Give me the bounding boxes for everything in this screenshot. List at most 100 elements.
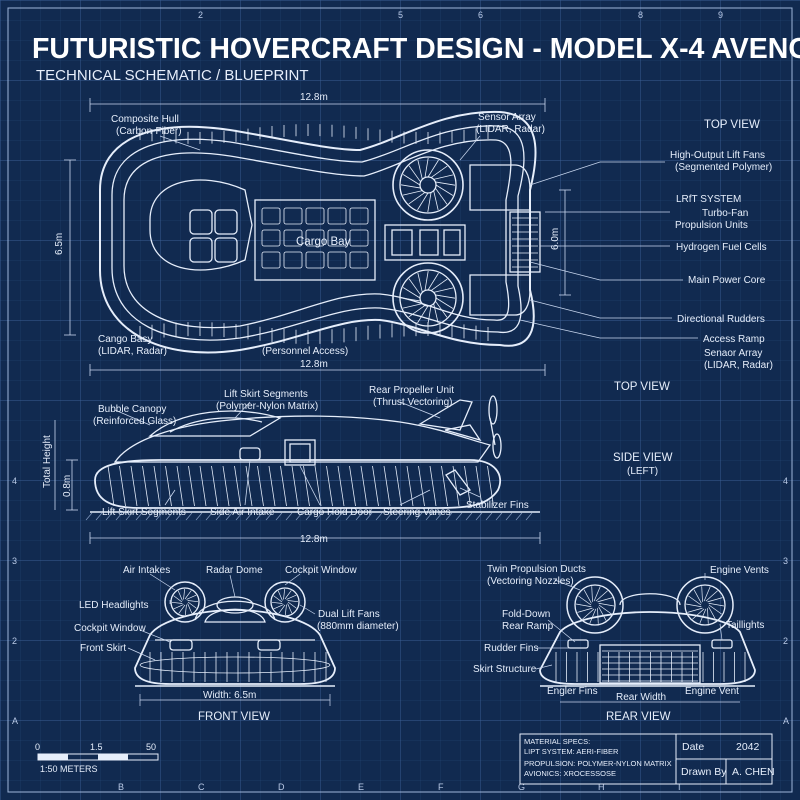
grid-label-bottom-c: C [198, 782, 205, 792]
top-length-dim-bottom: 12.8m [300, 359, 328, 370]
grid-label-top-5: 5 [398, 10, 403, 20]
rear-view-leaders [535, 573, 740, 703]
sensor-array-label: Sensor Array [478, 112, 536, 123]
scale-bar: 0 1.5 50 1:50 METERS [35, 742, 159, 774]
engine-vents-label: Engine Vents [710, 565, 769, 576]
top-width-dim-right: 6.0m [550, 228, 561, 250]
top-width-dim: 6.5m [54, 233, 65, 255]
engler-fins-label: Engler Fins [547, 686, 598, 697]
cockpit-window-label: Cockpit Window [74, 623, 146, 634]
lift-fans-sub: (Segmented Polymer) [675, 162, 772, 173]
drawn-by-value: A. CHEN [732, 766, 775, 778]
specs-title: MATERIAL SPECS: [524, 737, 590, 746]
date-label: Date [682, 741, 704, 753]
engine-vent-label: Engine Vent [685, 686, 739, 697]
front-view-drawing [134, 581, 336, 687]
fold-down-label: Fold-Down [502, 609, 550, 620]
front-view-leaders [127, 573, 331, 706]
taillights-label: Taillights [726, 620, 764, 631]
rudder-fins-label: Rudder Fins [484, 643, 538, 654]
side-view-label: SIDE VIEW [613, 452, 673, 464]
grid-edge-labels: 4 3 2 A 4 3 2 A B C D E F G H I 2 5 6 8 … [12, 10, 789, 792]
lift-skirt-segments-low: Lift Skirt Segments [102, 507, 186, 518]
grid-label-top-9: 9 [718, 10, 723, 20]
senaor-array-label: Senaor Array [704, 348, 762, 359]
sensor-array-sub: (LIDAR, Radar) [476, 124, 545, 135]
grid-label-bottom-d: D [278, 782, 285, 792]
senaor-array-sub: (LIDAR, Radar) [704, 360, 773, 371]
grid-label-left-3: 3 [12, 556, 17, 566]
steering-vanes-label: Steering Vanes [383, 507, 451, 518]
height-dim-label: 0.8m [62, 475, 73, 497]
turbo-fan-label: Turbo-Fan [702, 208, 748, 219]
specs-avionics: AVIONICS: XROCESSOSE [524, 769, 616, 778]
cargo-bay-label: Cargo Bay [296, 236, 351, 248]
top-length-dim: 12.8m [300, 92, 328, 103]
lift-skirt-segments-label: Lift Skirt Segments [224, 389, 308, 400]
air-intakes-label: Air Intakes [123, 565, 170, 576]
side-air-intake-label: Side Air Intake [210, 507, 275, 518]
top-view-label-lower: TOP VIEW [614, 381, 670, 393]
rear-view-label: REAR VIEW [606, 711, 671, 723]
grid-label-right-a: A [783, 716, 789, 726]
twin-ducts-label: Twin Propulsion Ducts [487, 564, 586, 575]
led-headlights-label: LED Headlights [79, 600, 148, 611]
grid-label-left-4: 4 [12, 476, 17, 486]
top-view-label: TOP VIEW [704, 119, 760, 131]
dual-lift-fans-sub: (880mm diameter) [317, 621, 399, 632]
page-title: FUTURISTIC HOVERCRAFT DESIGN - MODEL X-4… [32, 33, 800, 65]
grid-label-bottom-h: H [598, 782, 605, 792]
grid-label-top-8: 8 [638, 10, 643, 20]
fuel-cells-label: Hydrogen Fuel Cells [676, 242, 767, 253]
rear-propeller-sub: (Thrust Vectoring) [373, 397, 452, 408]
top-view-dimensions [64, 98, 571, 376]
top-view-leaders [159, 135, 698, 339]
scale-label: 1:50 METERS [40, 764, 98, 774]
grid-label-bottom-b: B [118, 782, 124, 792]
page-subtitle: TECHNICAL SCHEMATIC / BLUEPRINT [36, 67, 309, 84]
grid-label-bottom-f: F [438, 782, 444, 792]
specs-lift: LIPT SYSTEM: AERI-FIBER [524, 747, 619, 756]
grid-label-bottom-i: I [678, 782, 681, 792]
top-view-drawing [99, 110, 541, 354]
scale-tick-2: 50 [146, 742, 156, 752]
ground-hatching [85, 512, 533, 521]
grid-label-right-3: 3 [783, 556, 788, 566]
rear-width-label: Rear Width [616, 692, 666, 703]
rudders-label: Directional Rudders [677, 314, 765, 325]
front-width-dim: Width: 6.5m [203, 690, 256, 701]
scale-tick-0: 0 [35, 742, 40, 752]
side-length-dim: 12.8m [300, 534, 328, 545]
skirt-structure-label: Skirt Structure [473, 664, 537, 675]
cargo-hold-door-label: Cargo Hold Door [297, 507, 373, 518]
sheet-border [7, 7, 793, 793]
grid-label-bottom-e: E [358, 782, 364, 792]
cango-basy-sub: (LIDAR, Radar) [98, 346, 167, 357]
top-view-dim-labels: 12.8m 12.8m 6.5m 6.0m [54, 92, 561, 370]
personnel-access-label: (Personnel Access) [262, 346, 348, 357]
cockpit-window-top-label: Cockpit Window [285, 565, 357, 576]
side-view-drawing [90, 395, 540, 513]
grid-label-top-6: 6 [478, 10, 483, 20]
side-view-dimensions [54, 401, 541, 544]
bubble-canopy-sub: (Reinforced Glass) [93, 416, 176, 427]
drawn-by-label: Drawn By [681, 766, 727, 778]
grid-label-top-2: 2 [198, 10, 203, 20]
lift-fans-label: High-Output Lift Fans [670, 150, 765, 161]
twin-ducts-sub: (Vectoring Nozzles) [487, 576, 574, 587]
rear-view-drawing [539, 576, 756, 687]
front-view-label: FRONT VIEW [198, 711, 270, 723]
composite-hull-label: Composite Hull [111, 114, 179, 125]
power-core-label: Main Power Core [688, 275, 766, 286]
front-skirt-label: Front Skirt [80, 643, 126, 654]
stabilizer-fins-label: Stabilizer Fins [466, 500, 529, 511]
dual-lift-fans-label: Dual Lift Fans [318, 609, 380, 620]
access-ramp-label: Access Ramp [703, 334, 765, 345]
grid-label-right-2: 2 [783, 636, 788, 646]
cango-basy-label: Cango Basy [98, 334, 152, 345]
radar-dome-label: Radar Dome [206, 565, 263, 576]
lift-skirt-segments-sub: (Polymer-Nylon Matrix) [216, 401, 318, 412]
composite-hull-sub: (Carbon-Fiber) [116, 126, 182, 137]
grid-label-right-4: 4 [783, 476, 788, 486]
